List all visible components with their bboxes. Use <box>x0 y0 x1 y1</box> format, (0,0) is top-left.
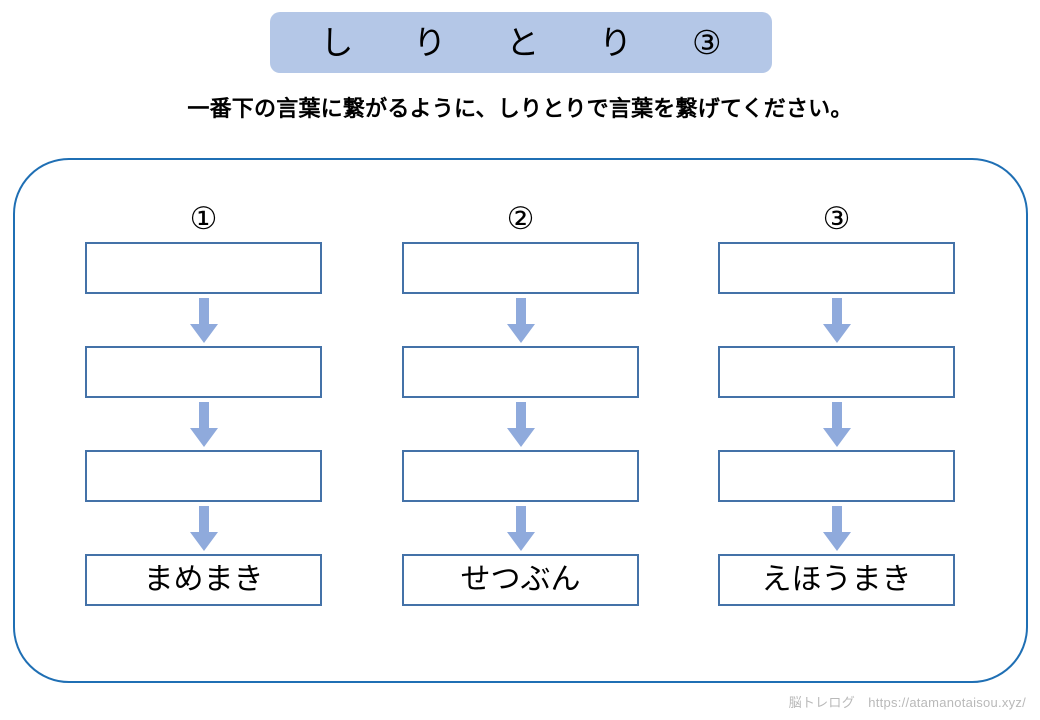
answer-box-3: えほうまき <box>718 554 955 606</box>
arrow-down-icon <box>822 297 851 343</box>
arrow-down-icon <box>506 505 535 551</box>
column-header-1: ① <box>189 201 218 236</box>
answer-box-1: まめまき <box>85 554 322 606</box>
word-box-1-1[interactable] <box>85 242 322 294</box>
chain-column-1: ① まめまき <box>85 196 322 606</box>
title-banner: し り と り ③ <box>270 12 772 73</box>
arrow-slot-1-3 <box>85 502 322 554</box>
arrow-slot-2-1 <box>402 294 639 346</box>
arrow-down-icon <box>189 505 218 551</box>
arrow-down-icon <box>189 401 218 447</box>
arrow-down-icon <box>189 297 218 343</box>
chain-column-3: ③ えほうまき <box>718 196 955 606</box>
word-box-3-1[interactable] <box>718 242 955 294</box>
word-box-2-3[interactable] <box>402 450 639 502</box>
word-box-3-3[interactable] <box>718 450 955 502</box>
arrow-slot-1-1 <box>85 294 322 346</box>
page-title: し り と り ③ <box>320 24 736 61</box>
word-box-2-2[interactable] <box>402 346 639 398</box>
arrow-slot-3-2 <box>718 398 955 450</box>
arrow-slot-2-3 <box>402 502 639 554</box>
arrow-down-icon <box>506 401 535 447</box>
instruction-text: 一番下の言葉に繋がるように、しりとりで言葉を繋げてください。 <box>187 96 853 121</box>
word-box-2-1[interactable] <box>402 242 639 294</box>
chain-column-2: ② せつぶん <box>402 196 639 606</box>
column-header-2: ② <box>506 201 535 236</box>
column-header-3: ③ <box>822 201 851 236</box>
word-box-3-2[interactable] <box>718 346 955 398</box>
footer-credit: 脳トレログ https://atamanotaisou.xyz/ <box>788 695 1026 710</box>
word-box-1-2[interactable] <box>85 346 322 398</box>
arrow-slot-2-2 <box>402 398 639 450</box>
arrow-slot-3-3 <box>718 502 955 554</box>
arrow-down-icon <box>822 505 851 551</box>
arrow-slot-3-1 <box>718 294 955 346</box>
arrow-down-icon <box>506 297 535 343</box>
arrow-slot-1-2 <box>85 398 322 450</box>
word-box-1-3[interactable] <box>85 450 322 502</box>
worksheet-frame <box>13 158 1028 683</box>
answer-box-2: せつぶん <box>402 554 639 606</box>
arrow-down-icon <box>822 401 851 447</box>
